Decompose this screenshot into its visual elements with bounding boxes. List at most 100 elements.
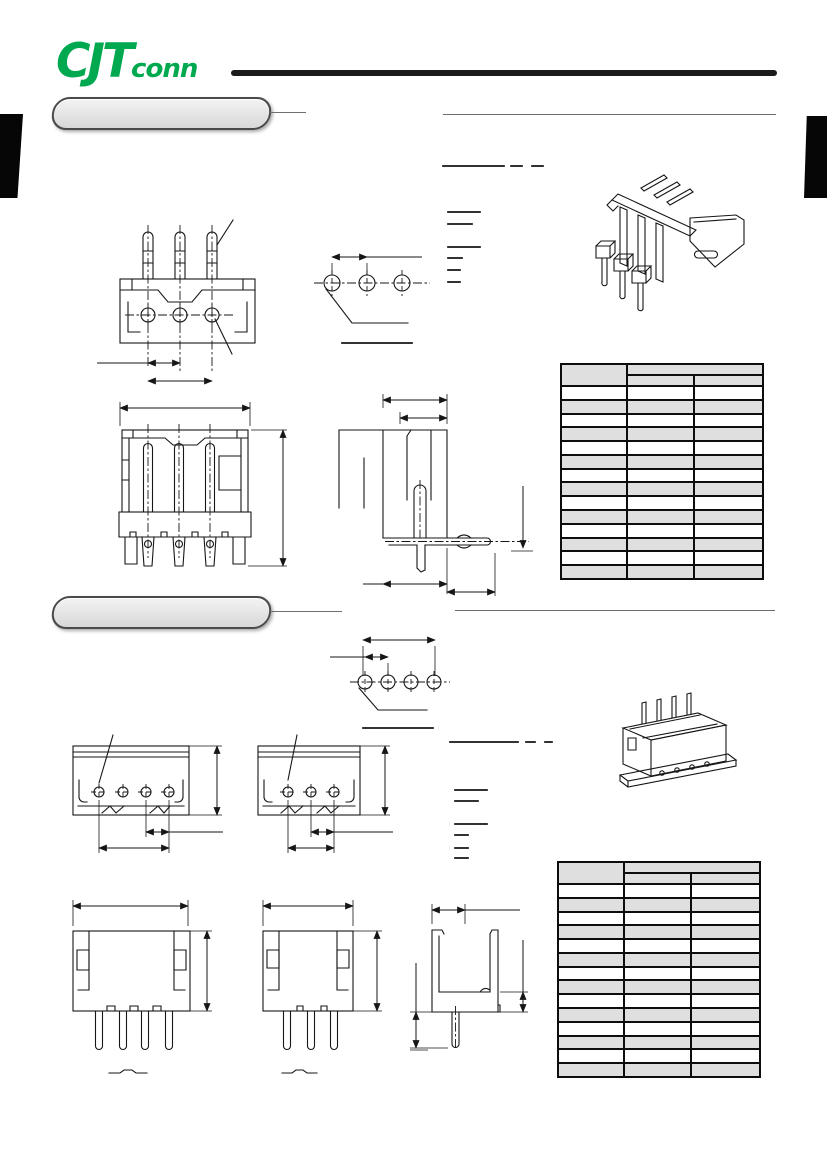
table-row (560, 453, 764, 470)
mating-pins (640, 174, 694, 206)
table-cell (560, 481, 628, 498)
side-plate (689, 214, 745, 268)
table-cell (690, 1062, 761, 1078)
table-cell (626, 453, 695, 470)
table-cell (690, 1007, 761, 1023)
table-cell (560, 522, 628, 539)
table-cell (690, 896, 761, 913)
table-cell (623, 938, 692, 954)
table-cell (557, 1034, 625, 1051)
table2-subheader-left (623, 872, 692, 885)
brand-logo-text: CJT (56, 34, 134, 89)
table-row (557, 965, 761, 982)
table-cell (623, 924, 692, 941)
dimension-lines (410, 940, 528, 1051)
drawing-pcb-pattern-4hole (330, 636, 450, 729)
drawing-front-view-3pin-header (262, 900, 382, 1074)
table-cell (623, 1007, 692, 1023)
pin (451, 1006, 460, 1050)
table-cell (623, 896, 692, 913)
table-cell (557, 883, 625, 899)
spec-note-lines-2 (449, 741, 553, 859)
table-cell (623, 951, 692, 968)
table-cell (690, 965, 761, 982)
table-cell (690, 1034, 761, 1051)
table2-subheader-right (690, 872, 761, 885)
table-cell (623, 979, 692, 996)
table-cell (623, 965, 692, 982)
table-cell (690, 924, 761, 941)
table-cell (623, 993, 692, 1010)
table-cell (626, 398, 695, 415)
dimension-lines (363, 486, 533, 596)
housing-profile (338, 429, 448, 539)
leader-line (98, 734, 114, 784)
table-cell (557, 1048, 625, 1065)
table-row (560, 509, 764, 525)
table-row (560, 495, 764, 512)
table-cell (623, 1034, 692, 1051)
dimension-lines (287, 745, 393, 853)
table-cell (560, 536, 628, 553)
table-row (557, 896, 761, 913)
dimension-table-2 (557, 861, 761, 1078)
table-row (557, 993, 761, 1010)
table-cell (693, 440, 764, 456)
table-cell (626, 536, 695, 553)
leader-line (214, 318, 233, 355)
table-cell (690, 951, 761, 968)
table-cell (557, 938, 625, 954)
pins (142, 225, 218, 373)
spec-note-lines-1 (442, 165, 544, 283)
housing-outline (72, 930, 191, 1012)
table-cell (693, 467, 764, 484)
drawing-front-view-smd-3pos (257, 734, 393, 853)
table-row (560, 481, 764, 498)
body (621, 712, 728, 777)
table-cell (626, 522, 695, 539)
table-row (560, 398, 764, 415)
table-row (560, 467, 764, 484)
leader-line (325, 288, 409, 324)
dimension-lines (119, 402, 251, 426)
pcb-legs (595, 240, 653, 312)
section1-header-pill (49, 97, 274, 130)
table-cell (557, 910, 625, 927)
table-cell (560, 495, 628, 512)
drawing-pcb-pattern-3hole (314, 253, 430, 344)
right-edge-tab (804, 116, 827, 198)
contact-holes (91, 784, 177, 800)
housing-profile (431, 929, 501, 1013)
table-cell (557, 1062, 625, 1078)
table-cell (557, 896, 625, 913)
table1-header-col1 (560, 363, 628, 387)
table-cell (690, 1048, 761, 1065)
dimension-lines (353, 930, 382, 1012)
table-cell (693, 509, 764, 525)
table-cell (557, 993, 625, 1010)
drawing-front-view-smd-4pos (72, 734, 223, 853)
bent-leg (382, 534, 529, 573)
table-cell (626, 385, 695, 401)
dimension-lines (330, 636, 436, 676)
table2-header-group (623, 861, 761, 874)
drawing-side-view-bent-pin (338, 394, 533, 596)
table-row (560, 550, 764, 567)
solder-tabs (659, 761, 710, 776)
table-row (560, 426, 764, 443)
drill-holes (350, 671, 450, 693)
table-cell (560, 467, 628, 484)
dimension-lines (248, 429, 287, 567)
table-cell (690, 1020, 761, 1037)
dimension-lines (331, 253, 422, 275)
table-cell (693, 412, 764, 429)
table-row (560, 412, 764, 429)
table-cell (626, 564, 695, 580)
left-edge-tab (0, 114, 23, 198)
body-bar (611, 193, 697, 237)
table-cell (690, 993, 761, 1010)
header-rule (231, 70, 777, 76)
table-row (560, 536, 764, 553)
table-row (557, 979, 761, 996)
table-row (557, 1034, 761, 1051)
